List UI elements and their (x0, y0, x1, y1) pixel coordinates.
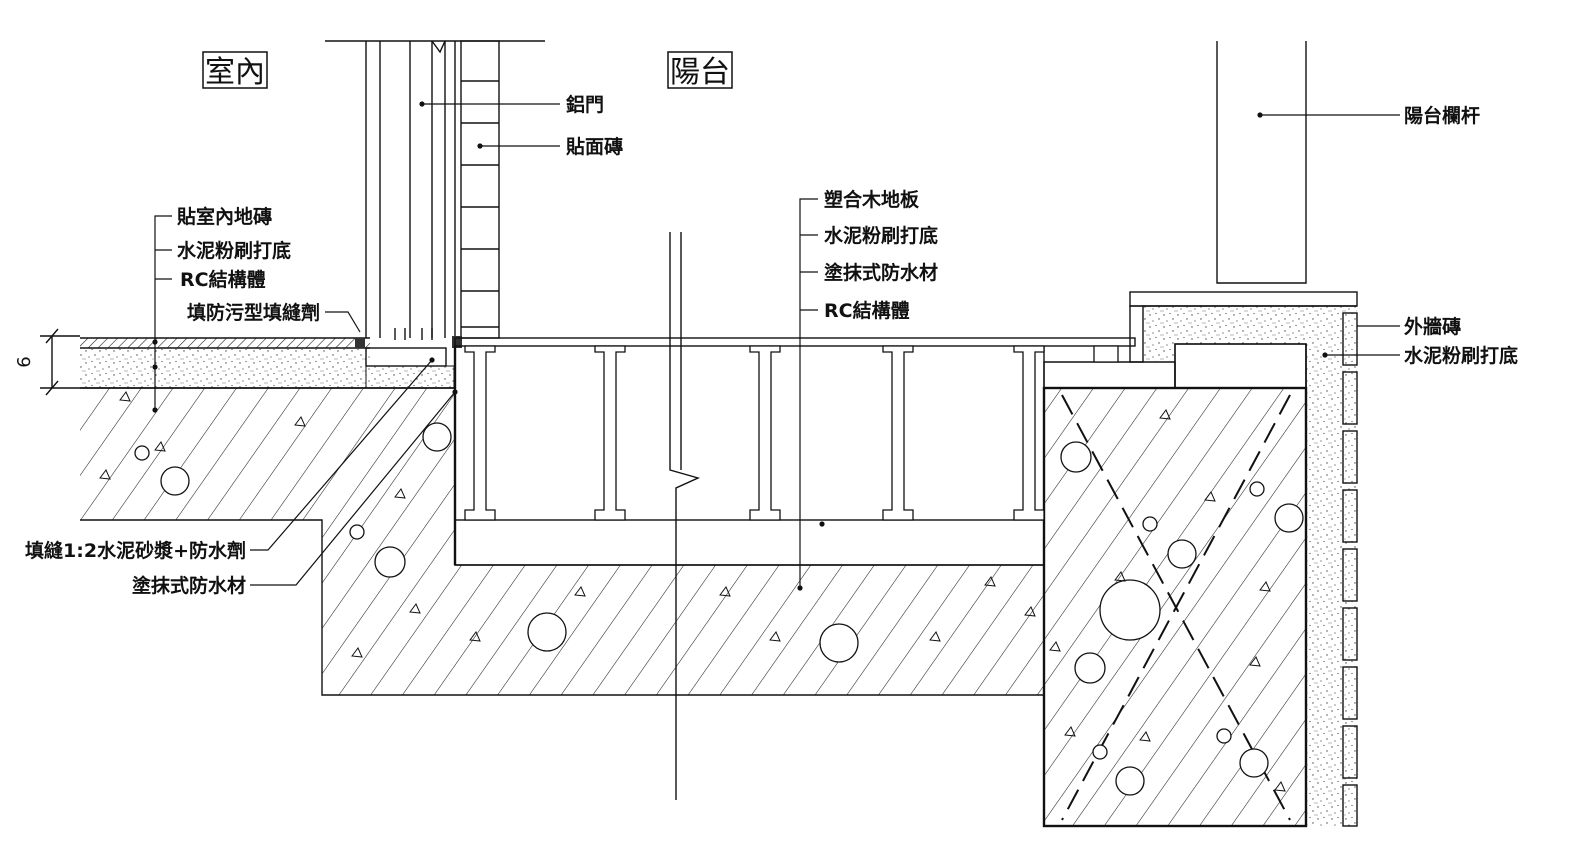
label-balcony-railing: 陽台欄杆 (1404, 104, 1480, 127)
label-rc-structure-left: RC結構體 (180, 268, 266, 291)
label-cement-plaster-base-mid: 水泥粉刷打底 (824, 224, 938, 247)
leader-lines (154, 103, 1400, 588)
label-coating-waterproof-mid: 塗抹式防水材 (824, 261, 938, 284)
facing-tile-wall (452, 40, 500, 348)
label-coating-waterproof-left: 塗抹式防水材 (132, 574, 246, 597)
balcony-railing (1216, 41, 1307, 284)
label-cement-plaster-base-left: 水泥粉刷打底 (177, 239, 291, 262)
label-anti-stain-grout: 填防污型填縫劑 (187, 301, 320, 324)
exterior-wall-tiles (1342, 312, 1358, 827)
label-exterior-wall-tile: 外牆磚 (1404, 315, 1461, 338)
label-wpc-floor: 塑合木地板 (824, 188, 920, 211)
label-indoor-floor-tile: 貼室內地磚 (177, 205, 272, 228)
label-rc-structure-mid: RC結構體 (824, 299, 910, 322)
leader-dots (152, 101, 1328, 591)
label-facing-tile: 貼面磚 (566, 135, 623, 158)
dimension-6: 6 (14, 328, 59, 396)
indoor-floor-layers (40, 335, 455, 389)
floor-pedestals (464, 345, 1119, 521)
break-line (669, 232, 701, 800)
aggregate-triangles (99, 391, 1286, 792)
aggregate-circles (134, 422, 1304, 796)
indoor-title-text: 室內 (205, 55, 265, 90)
balcony-title: 陽台 (667, 51, 733, 90)
label-aluminum-door: 鋁門 (566, 93, 604, 116)
indoor-title: 室內 (202, 51, 268, 90)
label-joint-fill-mortar: 填縫1:2水泥砂漿+防水劑 (25, 539, 246, 562)
parapet-wall (1129, 291, 1358, 826)
label-cement-plaster-base-right: 水泥粉刷打底 (1404, 344, 1518, 367)
balcony-title-text: 陽台 (670, 55, 730, 90)
aluminum-door-frame (325, 40, 545, 389)
dimension-text: 6 (14, 356, 35, 367)
